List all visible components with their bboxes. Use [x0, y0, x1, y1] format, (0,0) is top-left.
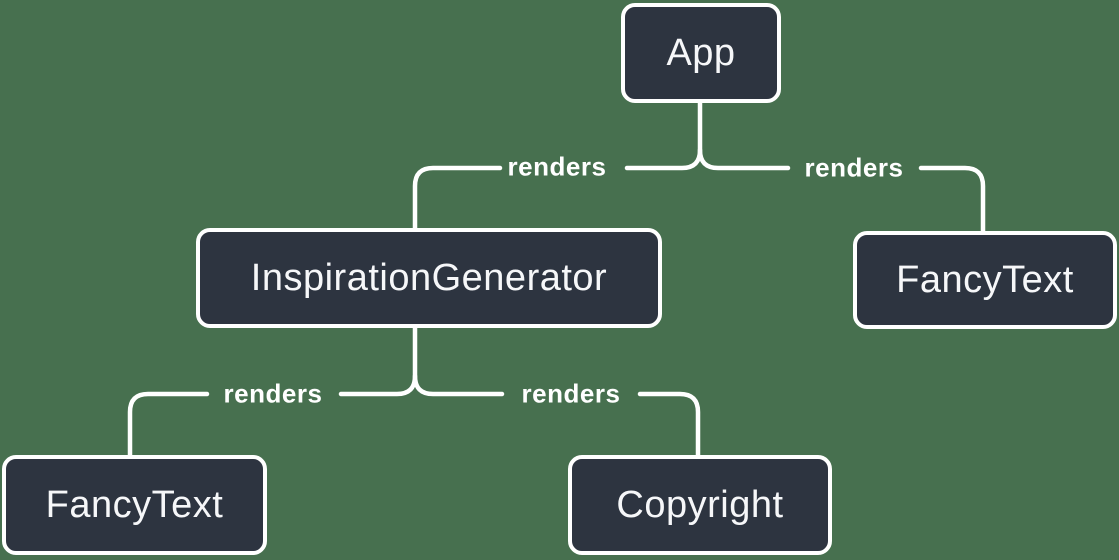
- edge-label-renders-app-fancy-text: renders: [804, 152, 904, 183]
- edge-inspiration-generator-to-copyright-right-segment: [637, 391, 701, 458]
- node-inspiration-generator: InspirationGenerator: [196, 228, 662, 328]
- edge-app-to-fancy-text-left-segment: [697, 147, 791, 171]
- edge-label-renders-inspiration-generator-copyright: renders: [521, 378, 621, 409]
- node-copyright: Copyright: [568, 455, 832, 555]
- node-fancy-text-bottom: FancyText: [2, 455, 267, 555]
- edge-label-renders-app-inspiration-generator: renders: [507, 151, 607, 182]
- edge-inspiration-generator-to-copyright-left-segment: [412, 373, 505, 397]
- edge-label-renders-inspiration-generator-fancy-text: renders: [223, 378, 323, 409]
- edge-app-to-inspiration-generator-right-segment: [624, 100, 703, 171]
- edge-app-to-fancy-text-right-segment: [918, 165, 986, 234]
- edge-app-to-inspiration-generator-left-segment: [412, 165, 503, 231]
- edge-inspiration-generator-to-fancy-text-left-segment: [127, 391, 210, 458]
- node-fancy-text-top: FancyText: [853, 231, 1117, 329]
- node-app: App: [621, 3, 781, 103]
- edge-inspiration-generator-to-fancy-text-right-segment: [338, 325, 418, 397]
